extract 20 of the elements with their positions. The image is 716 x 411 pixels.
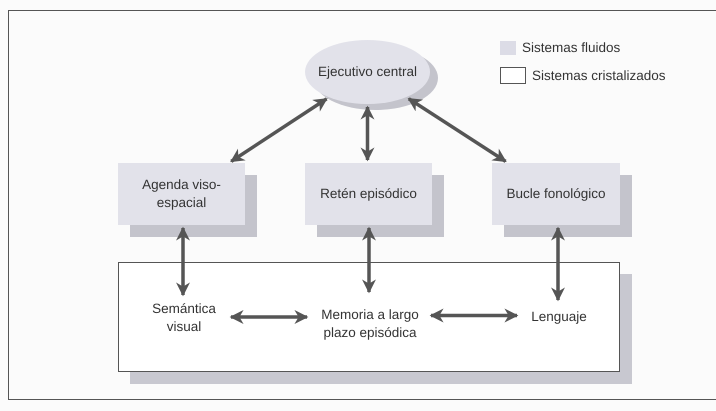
double-arrow — [430, 308, 518, 322]
double-arrow — [551, 226, 565, 302]
legend-label: Sistemas cristalizados — [532, 68, 666, 83]
process-box — [118, 163, 245, 225]
node-text: Lenguaje — [531, 308, 587, 326]
legend-label: Sistemas fluidos — [522, 40, 620, 55]
double-arrow — [176, 226, 190, 296]
node-text: Agenda viso-espacial — [141, 176, 222, 212]
node-text: Memoria a largo plazo episódica — [320, 306, 420, 342]
process-box — [305, 163, 432, 225]
double-arrow — [230, 97, 328, 163]
node-text: Bucle fonológico — [506, 185, 606, 203]
node-text: Semántica visual — [151, 300, 217, 336]
node-text: Retén episódico — [320, 185, 417, 203]
double-arrow — [408, 97, 507, 163]
double-arrow — [360, 106, 374, 162]
process-box — [492, 163, 620, 225]
double-arrow — [230, 310, 308, 324]
node-text: Ejecutivo central — [318, 63, 418, 81]
double-arrow — [362, 226, 376, 294]
